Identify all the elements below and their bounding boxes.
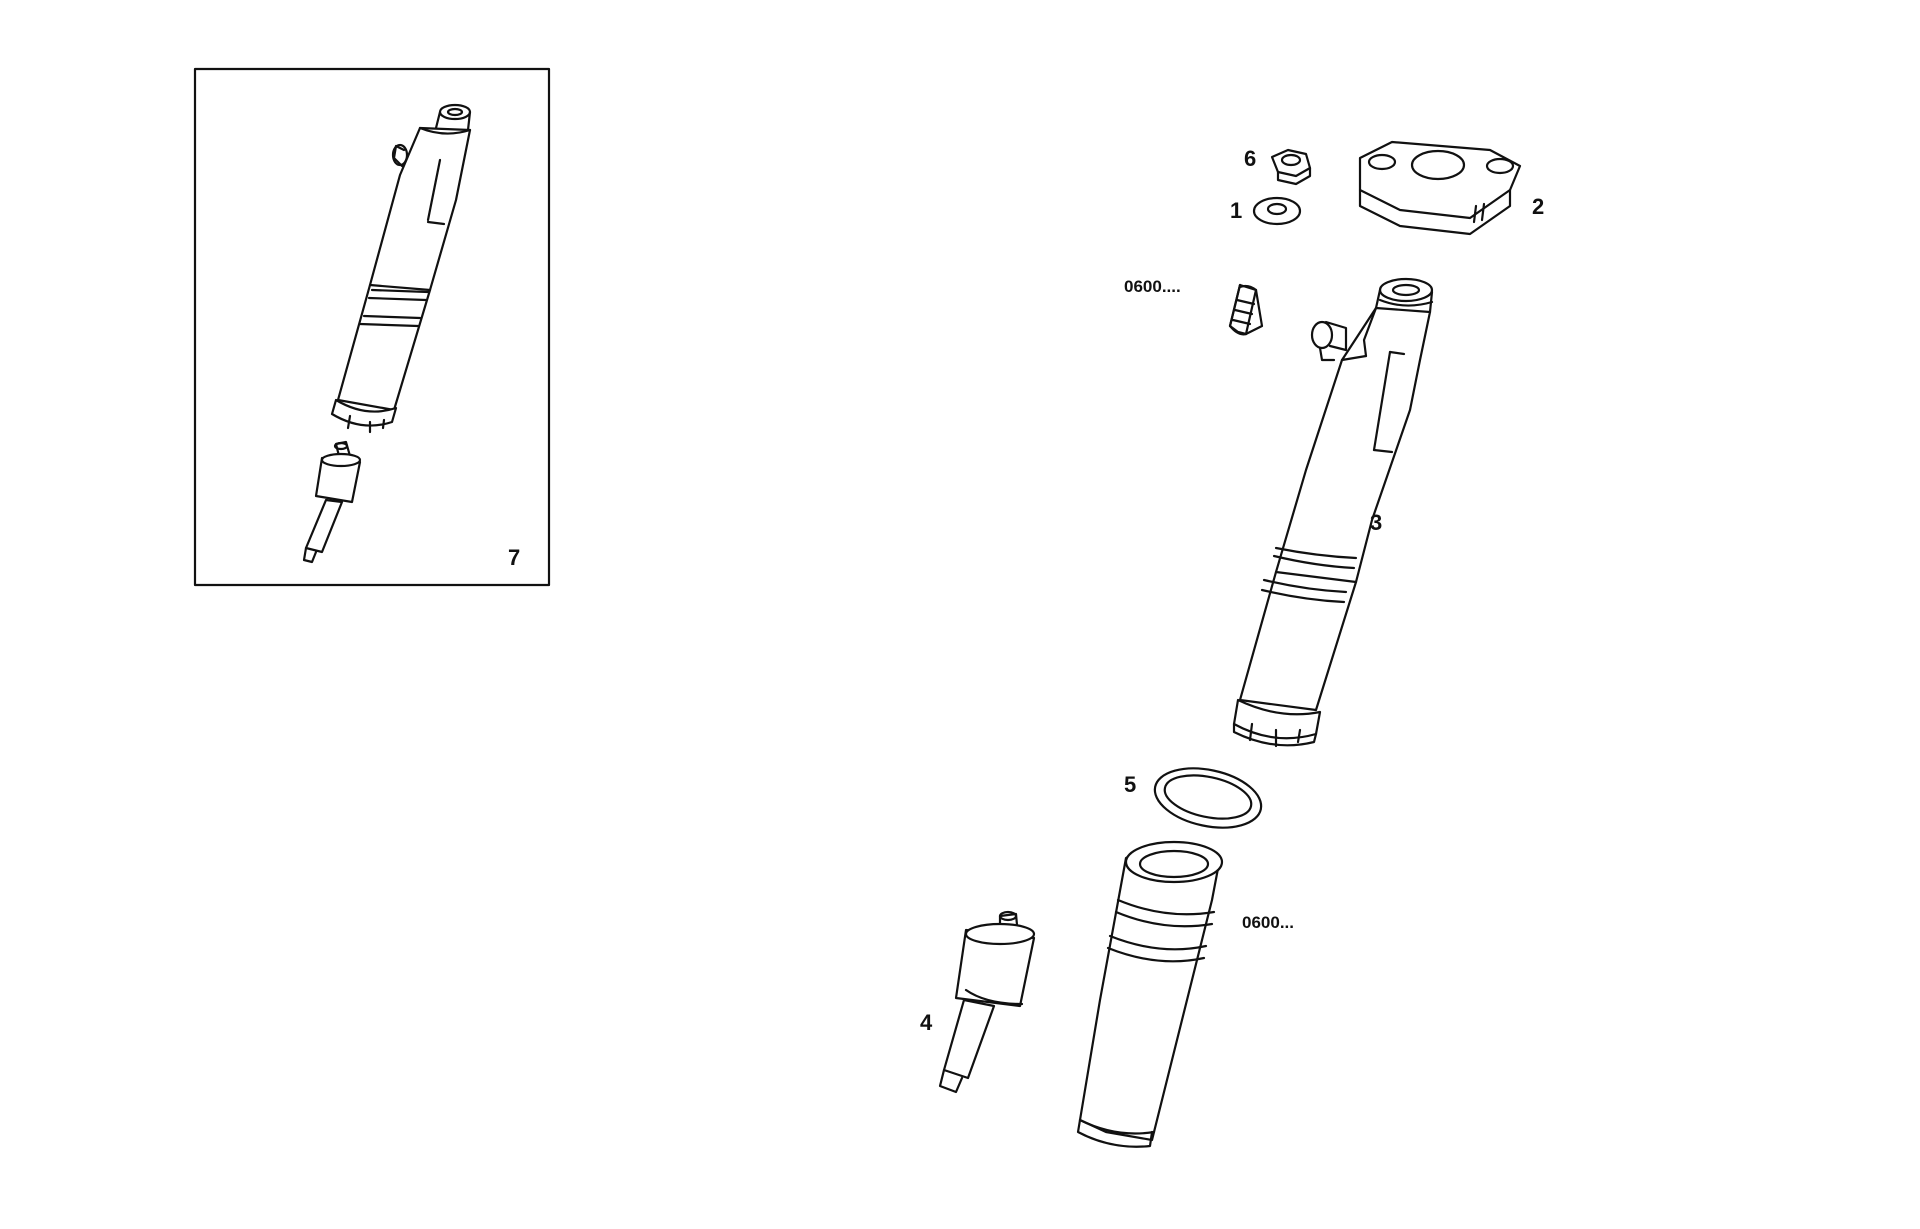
part-3-injector-holder [1232,277,1434,748]
part-6-nut [1270,148,1312,186]
part-4-nozzle [938,910,1036,1094]
part-5-sealing-ring [1153,767,1263,829]
part-2-flange [1358,140,1522,236]
callout-4: 4 [920,1010,933,1035]
inset-nozzle [302,440,362,564]
inset-label: 7 [508,545,520,570]
callout-stud-code: 0600.... [1124,277,1181,296]
callout-1: 1 [1230,198,1242,223]
inset-panel: 7 [193,67,551,587]
callout-sleeve-code: 0600... [1242,913,1294,932]
inset-frame [193,67,551,587]
sleeve-part [1076,840,1224,1148]
part-1-washer [1252,196,1302,226]
stud-part [1228,283,1264,336]
callout-3: 3 [1370,510,1382,535]
inset-injector-holder [330,103,472,434]
callout-2: 2 [1532,194,1544,219]
callout-6: 6 [1244,146,1256,171]
callout-5: 5 [1124,772,1136,797]
